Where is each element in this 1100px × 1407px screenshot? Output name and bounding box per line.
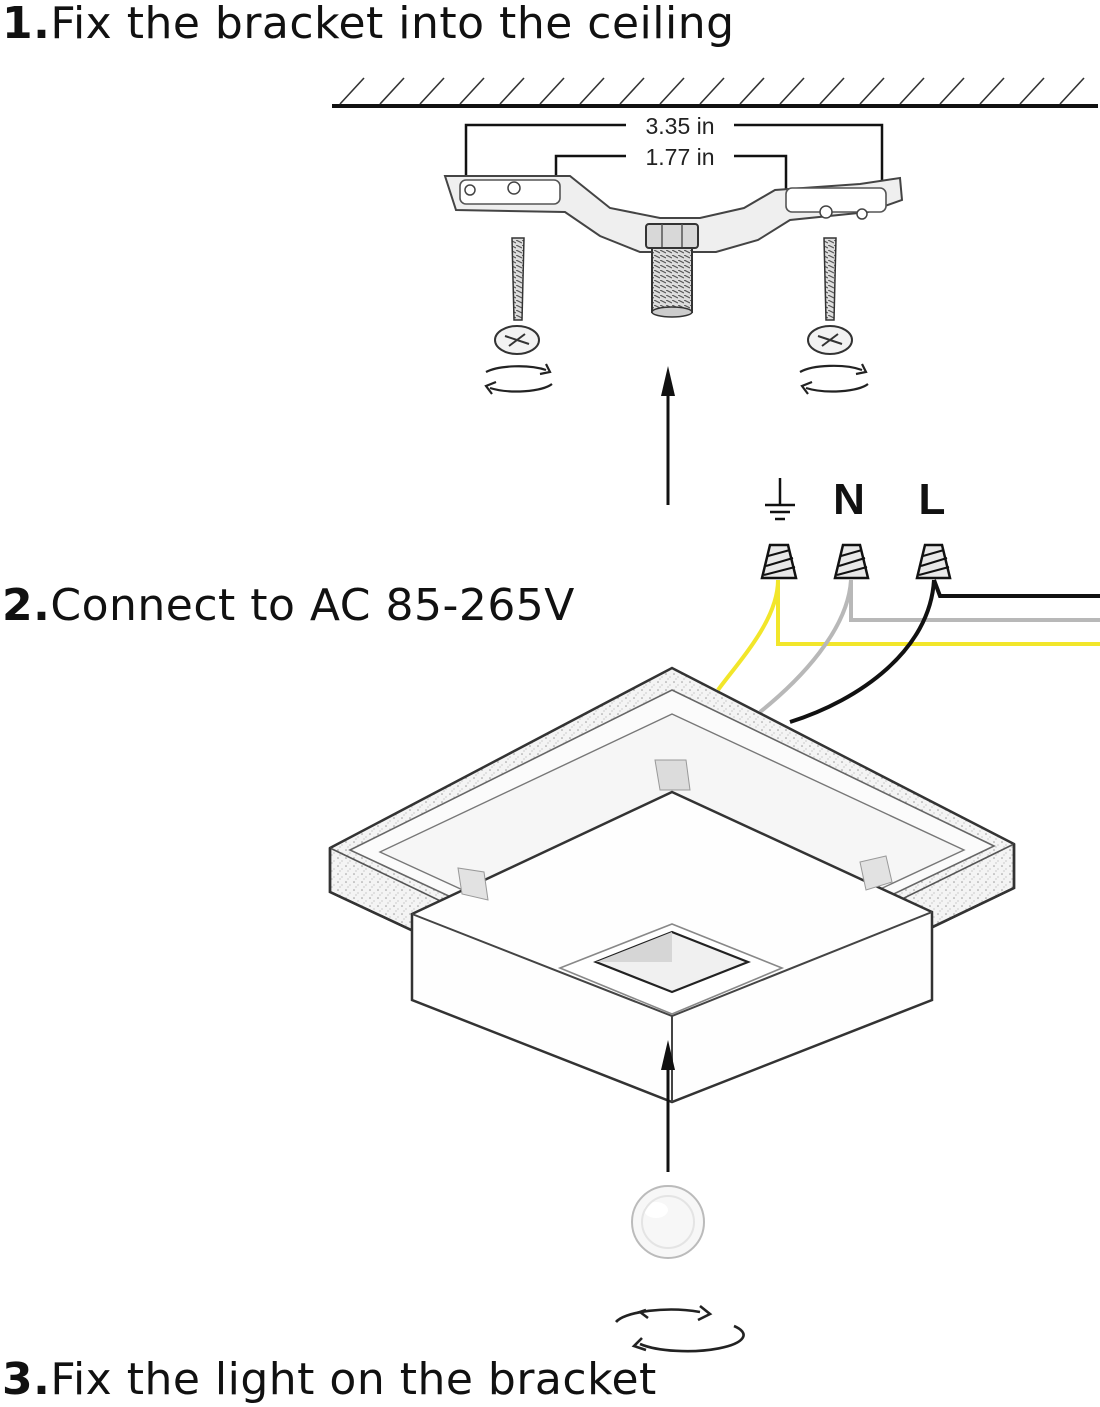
- terminal-label-n: N: [833, 475, 865, 524]
- step-1-instruction: 1.Fix the bracket into the ceiling: [2, 2, 735, 46]
- step-3-number: 3.: [2, 1354, 51, 1405]
- step-2-instruction: 2.Connect to AC 85-265V: [2, 584, 575, 628]
- step-1-text: Fix the bracket into the ceiling: [50, 0, 735, 49]
- up-arrow-icon: [661, 366, 675, 505]
- dimension-outer-label: 3.35 in: [645, 113, 714, 139]
- terminal-label-l: L: [919, 475, 946, 524]
- neutral-wire: [758, 579, 1100, 714]
- bulb-icon: [631, 1185, 705, 1259]
- step-2-number: 2.: [2, 580, 51, 631]
- dimension-inner: 1.77 in: [554, 144, 788, 208]
- rotate-arrow-icon: [799, 363, 869, 395]
- wire-connector-icon: [915, 543, 952, 580]
- wire-connector-icon: [760, 543, 798, 580]
- rotate-arrow-icon: [614, 1304, 745, 1353]
- rotate-arrow-icon: [484, 363, 553, 395]
- step-3-text: Fix the light on the bracket: [50, 1354, 657, 1405]
- ground-symbol-icon: [765, 478, 795, 521]
- screw-icon: [807, 237, 853, 355]
- step-3-instruction: 3.Fix the light on the bracket: [2, 1358, 657, 1402]
- up-arrow-icon: [661, 1040, 675, 1172]
- dimension-inner-label: 1.77 in: [645, 144, 714, 170]
- ceiling-hatch-icon: [332, 77, 1098, 108]
- live-wire: [789, 579, 1100, 724]
- screw-icon: [494, 237, 540, 355]
- step-1-number: 1.: [2, 0, 51, 49]
- ground-wire: [716, 579, 1100, 692]
- ceiling-light-fixture-icon: [328, 666, 1016, 1104]
- step-2-text: Connect to AC 85-265V: [50, 580, 575, 631]
- dimension-outer: 3.35 in: [464, 113, 884, 200]
- mounting-bracket-icon: [443, 175, 904, 318]
- wire-connector-icon: [833, 543, 870, 580]
